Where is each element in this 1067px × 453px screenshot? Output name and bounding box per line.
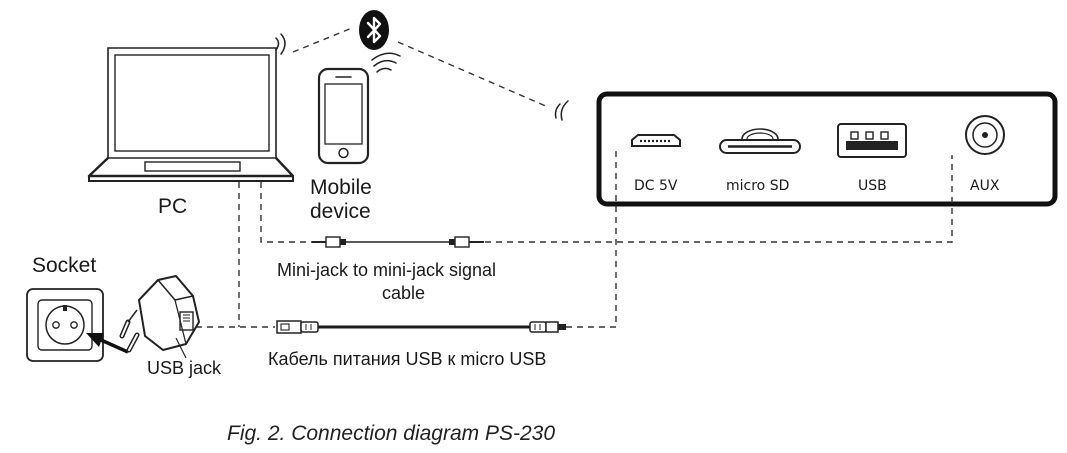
- bluetooth-links: [292, 27, 549, 108]
- usb-cable-label: Кабель питания USB к micro USB: [268, 349, 546, 369]
- microsd-slot: [719, 128, 801, 154]
- wall-socket-icon: [26, 288, 104, 362]
- wireless-waves-icon: [275, 33, 569, 121]
- usb-jack-pointer: [175, 337, 187, 359]
- minijack-plug-icon: [312, 236, 484, 248]
- dc5v-port: [631, 134, 681, 147]
- port-label-dc5v: DC 5V: [634, 178, 678, 194]
- usb-jack-label: USB jack: [147, 358, 222, 378]
- port-label-aux: AUX: [970, 178, 1000, 194]
- figure-caption: Fig. 2. Connection diagram PS-230: [227, 422, 555, 445]
- usb-charger-icon: [119, 275, 200, 353]
- smartphone-icon: [317, 67, 370, 165]
- insert-arrow-icon: [86, 333, 129, 354]
- usb-cable-path: [196, 150, 617, 329]
- laptop-icon: [87, 47, 295, 182]
- usb-plug-icon: [276, 320, 319, 334]
- mobile-label-line2: device: [310, 200, 371, 223]
- aux-jack: [965, 115, 1005, 155]
- micro-usb-plug-icon: [529, 321, 566, 333]
- port-label-usb: USB: [858, 178, 887, 194]
- mobile-label-line1: Mobile: [310, 176, 372, 199]
- bluetooth-icon: [359, 10, 389, 50]
- usb-port: [837, 123, 907, 158]
- minijack-label-line1: Mini-jack to mini-jack signal: [277, 260, 496, 280]
- speaker-back-panel: [596, 91, 1058, 207]
- port-label-microsd: micro SD: [726, 178, 789, 194]
- socket-label: Socket: [32, 254, 96, 277]
- minijack-label-line2: cable: [382, 283, 425, 303]
- minijack-cable-path: [260, 155, 953, 243]
- pc-label: PC: [158, 195, 187, 218]
